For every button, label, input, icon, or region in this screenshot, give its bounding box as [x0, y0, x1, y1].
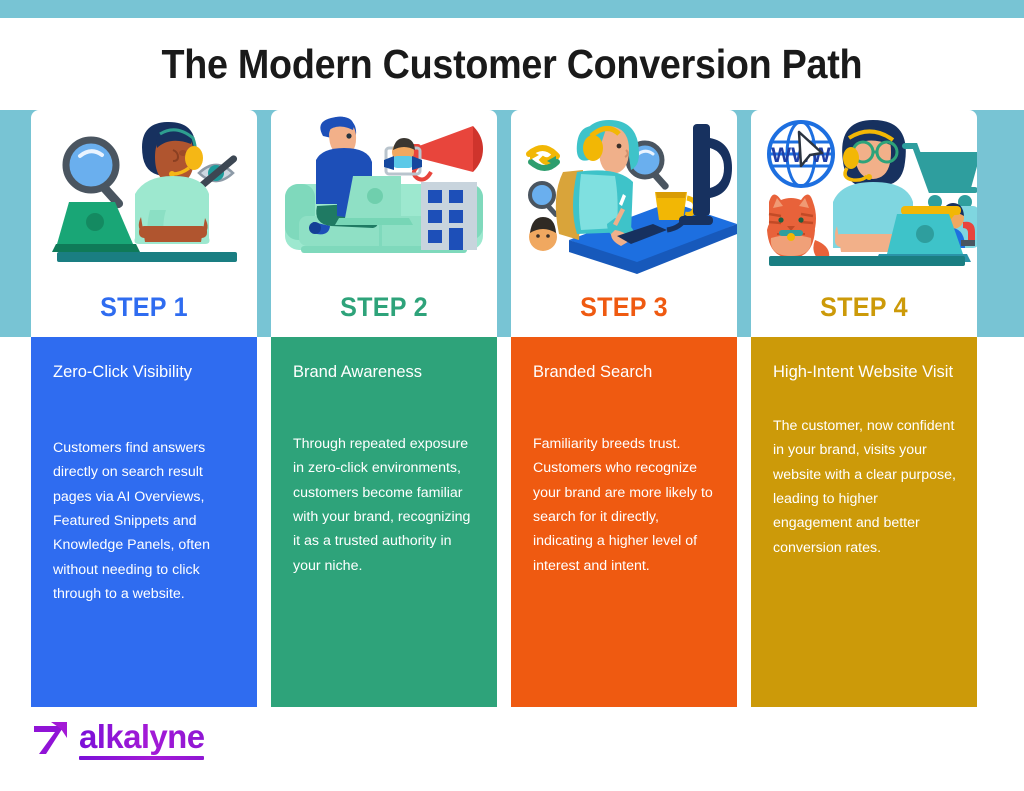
step-3-title: Branded Search — [533, 363, 653, 381]
alkalyne-wordmark: alkalyne — [79, 718, 205, 760]
step-2-title: Brand Awareness — [293, 363, 423, 381]
magnet — [961, 221, 975, 246]
desk-surface — [57, 252, 237, 262]
person-figure — [134, 121, 210, 244]
desk-surface — [769, 256, 965, 266]
step-3-text: Familiarity breeds trust. Customers who … — [533, 435, 713, 574]
step-3-label: STEP 3 — [580, 292, 668, 322]
megaphone-icon — [411, 126, 483, 182]
laptop — [52, 202, 140, 252]
www-globe-icon: WWW — [767, 120, 835, 188]
monitor — [666, 124, 732, 233]
crossed-eye-icon — [195, 155, 238, 192]
footer-logo[interactable]: alkalyne — [31, 718, 205, 760]
step-2-illustration — [271, 110, 497, 278]
building-icon — [421, 182, 477, 250]
step-2-label: STEP 2 — [340, 292, 428, 322]
step-3-illustration-card: STEP 3 — [511, 110, 737, 337]
step-2-illustration-card: STEP 2 — [271, 110, 497, 337]
alkalyne-mark-icon — [34, 722, 67, 754]
laptop-on-lap — [335, 176, 413, 225]
small-avatar-with-mask — [384, 138, 422, 176]
step-1-text: Customers find answers directly on searc… — [53, 439, 210, 603]
step-1-illustration-card: STEP 1 — [31, 110, 257, 337]
step-4-label: STEP 4 — [820, 292, 908, 322]
mug — [655, 192, 698, 220]
small-magnifier-icon — [528, 181, 559, 217]
step-3-illustration — [511, 110, 737, 278]
shopping-cart-icon — [902, 143, 977, 209]
step-1-title: Zero-Click Visibility — [53, 363, 193, 381]
step-1-label: STEP 1 — [100, 292, 188, 322]
title-banner: The Modern Customer Conversion Path — [0, 18, 1024, 110]
step-4-illustration: WWW — [751, 110, 977, 278]
woman-in-hijab — [573, 120, 639, 246]
tablet-device — [617, 224, 667, 244]
steps-container: STEP 1 Zero-Click Visibility Customers f… — [31, 110, 998, 707]
step-card-2[interactable]: STEP 2 Brand Awareness Through repeated … — [271, 110, 497, 707]
step-4-text: The customer, now confident in your bran… — [773, 417, 956, 556]
step-4-illustration-card: WWW — [751, 110, 977, 337]
step-1-illustration — [31, 110, 257, 278]
step-1-body: Zero-Click Visibility Customers find ans… — [31, 337, 257, 707]
refresh-arrows-icon — [526, 145, 560, 171]
step-4-body: High-Intent Website Visit The customer, … — [751, 337, 977, 707]
step-3-body: Branded Search Familiarity breeds trust.… — [511, 337, 737, 707]
user-avatar-icon — [529, 217, 557, 251]
step-2-body: Brand Awareness Through repeated exposur… — [271, 337, 497, 707]
step-card-3[interactable]: STEP 3 Branded Search Familiarity breeds… — [511, 110, 737, 707]
cat — [767, 194, 830, 258]
step-2-text: Through repeated exposure in zero-click … — [293, 435, 471, 574]
magnifier-icon — [62, 136, 124, 209]
top-accent-bar — [0, 0, 1024, 18]
page-title: The Modern Customer Conversion Path — [161, 40, 863, 87]
step-card-4[interactable]: WWW — [751, 110, 977, 707]
step-4-title: High-Intent Website Visit — [773, 363, 954, 381]
step-card-1[interactable]: STEP 1 Zero-Click Visibility Customers f… — [31, 110, 257, 707]
